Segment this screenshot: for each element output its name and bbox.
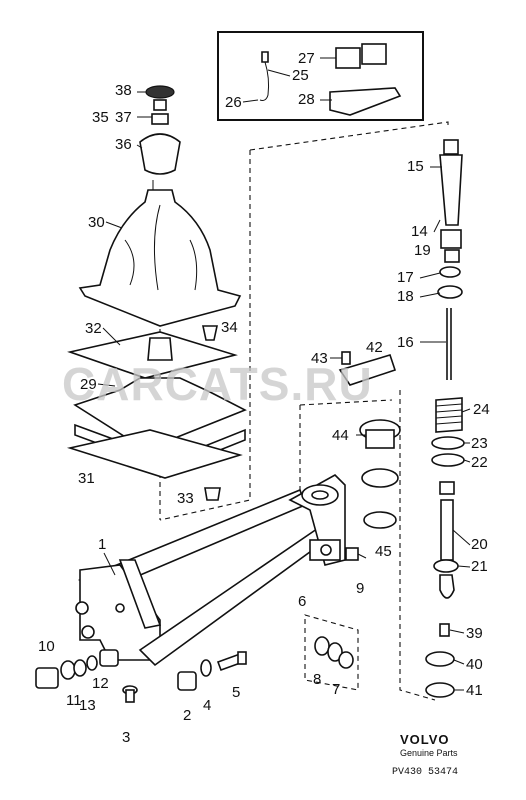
callout-6: 6	[298, 593, 306, 610]
mounting-plate	[67, 325, 238, 379]
bushing-set	[314, 636, 354, 669]
gear-knob-assembly	[139, 85, 181, 192]
callout-29: 29	[80, 376, 97, 393]
callout-1: 1	[98, 536, 106, 553]
callout-36: 36	[115, 136, 132, 153]
brand-subtitle: Genuine Parts	[400, 748, 458, 758]
callout-33: 33	[177, 490, 194, 507]
callout-34: 34	[221, 319, 238, 336]
callout-40: 40	[466, 656, 483, 673]
callout-17: 17	[397, 269, 414, 286]
support-frame	[75, 488, 342, 667]
callout-38: 38	[115, 82, 132, 99]
callout-25: 25	[292, 67, 309, 84]
callout-20: 20	[471, 536, 488, 553]
boot-seal	[66, 377, 247, 501]
callout-30: 30	[88, 214, 105, 231]
callout-12: 12	[92, 675, 109, 692]
callout-19: 19	[414, 242, 431, 259]
callout-27: 27	[298, 50, 315, 67]
callout-24: 24	[473, 401, 490, 418]
callout-32: 32	[85, 320, 102, 337]
bracket-arm	[288, 474, 346, 566]
callout-45: 45	[375, 543, 392, 560]
callout-21: 21	[471, 558, 488, 575]
callout-9: 9	[356, 580, 364, 597]
callout-14: 14	[411, 223, 428, 240]
callout-26: 26	[225, 94, 242, 111]
gaiter-boot	[78, 189, 242, 327]
reference-number: PV430 53474	[392, 767, 458, 778]
callout-5: 5	[232, 684, 240, 701]
brand-name: VOLVO	[400, 732, 450, 747]
callout-42: 42	[366, 339, 383, 356]
small-hardware	[35, 547, 367, 703]
lower-lever-assembly	[425, 397, 465, 698]
callout-3: 3	[122, 729, 130, 746]
callout-11: 11	[66, 692, 82, 709]
shift-lever	[437, 139, 463, 380]
callout-35: 35	[92, 109, 109, 126]
bearing-housing	[338, 351, 401, 529]
callout-13: 13	[79, 697, 96, 714]
inset-frame	[217, 31, 424, 121]
callout-22: 22	[471, 454, 488, 471]
callout-43: 43	[311, 350, 328, 367]
leader-lines	[97, 57, 471, 691]
watermark: CARCATS.RU	[62, 358, 373, 410]
callout-18: 18	[397, 288, 414, 305]
callout-8: 8	[313, 671, 321, 688]
inset-connectors	[259, 43, 402, 116]
callout-37: 37	[115, 109, 132, 126]
callout-2: 2	[183, 707, 191, 724]
callout-4: 4	[203, 697, 211, 714]
callout-41: 41	[466, 682, 483, 699]
callout-23: 23	[471, 435, 488, 452]
callout-31: 31	[78, 470, 95, 487]
callout-10: 10	[38, 638, 55, 655]
callout-15: 15	[407, 158, 424, 175]
callout-28: 28	[298, 91, 315, 108]
callout-39: 39	[466, 625, 483, 642]
callout-16: 16	[397, 334, 414, 351]
callout-44: 44	[332, 427, 349, 444]
callout-7: 7	[332, 681, 340, 698]
callout-labels: 1 2 3 4 5 6 7 8 9 10 11 12 13 14 15 16 1…	[38, 50, 490, 746]
brand-block: VOLVO Genuine Parts PV430 53474	[392, 732, 458, 778]
